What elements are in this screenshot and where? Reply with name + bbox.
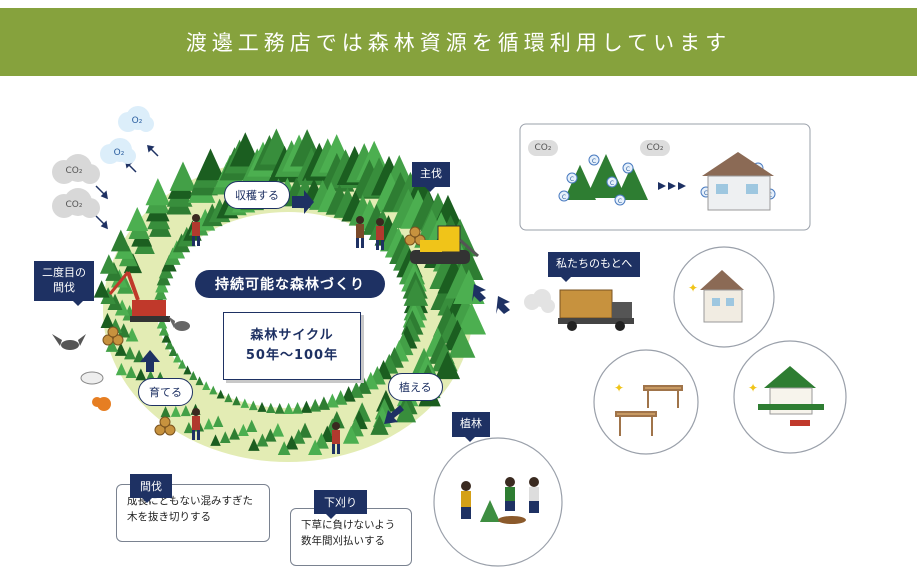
- carbon-marker-label: C: [570, 176, 574, 183]
- sustainable-forestry-title: 持続可能な森林づくり: [195, 270, 385, 298]
- tag-second-thinning-line1: 二度目の: [42, 266, 86, 281]
- carbon-marker-label: C: [626, 166, 630, 173]
- carbon-marker-label: C: [592, 158, 596, 165]
- weeding-description: 下草に負けないよう 数年間刈払いする: [290, 508, 412, 566]
- co2-label: CO₂: [56, 161, 92, 181]
- panel-co2-label: CO₂: [640, 140, 670, 156]
- co2-label: CO₂: [56, 195, 92, 215]
- tag-second-thinning: 二度目の 間伐: [34, 261, 94, 301]
- weeding-tag: 下刈り: [314, 490, 367, 514]
- tag-main-cut: 主伐: [412, 162, 450, 187]
- panel-co2-label: CO₂: [528, 140, 558, 156]
- svg-text:✦: ✦: [748, 381, 758, 395]
- weeding-description-line2: 数年間刈払いする: [301, 533, 401, 549]
- tree: [146, 178, 171, 205]
- carbon-marker-label: C: [562, 194, 566, 201]
- o2-label: O₂: [106, 144, 132, 162]
- step-grow: 育てる: [138, 378, 193, 406]
- carbon-marker-label: C: [704, 190, 708, 197]
- tag-planting: 植林: [452, 412, 490, 437]
- step-harvest: 収穫する: [224, 181, 290, 209]
- carbon-marker-label: C: [610, 180, 614, 187]
- step-plant: 植える: [388, 373, 443, 401]
- forest-cycle-years: 50年〜100年: [246, 346, 338, 366]
- weeding-description-line1: 下草に負けないよう: [301, 517, 401, 533]
- log-truck: [558, 290, 634, 331]
- carbon-marker-label: C: [618, 198, 622, 205]
- svg-text:✦: ✦: [688, 281, 698, 295]
- tag-second-thinning-line2: 間伐: [42, 281, 86, 296]
- thinning-description-line2: 木を抜き切りする: [127, 509, 259, 525]
- thinning-tag: 間伐: [130, 474, 172, 498]
- forest-cycle-label: 森林サイクル: [250, 326, 333, 346]
- forest-cycle-box: 森林サイクル 50年〜100年: [223, 312, 361, 380]
- svg-text:✦: ✦: [614, 381, 624, 395]
- tag-to-us: 私たちのもとへ: [548, 252, 640, 277]
- tree: [170, 161, 197, 190]
- o2-label: O₂: [124, 112, 150, 130]
